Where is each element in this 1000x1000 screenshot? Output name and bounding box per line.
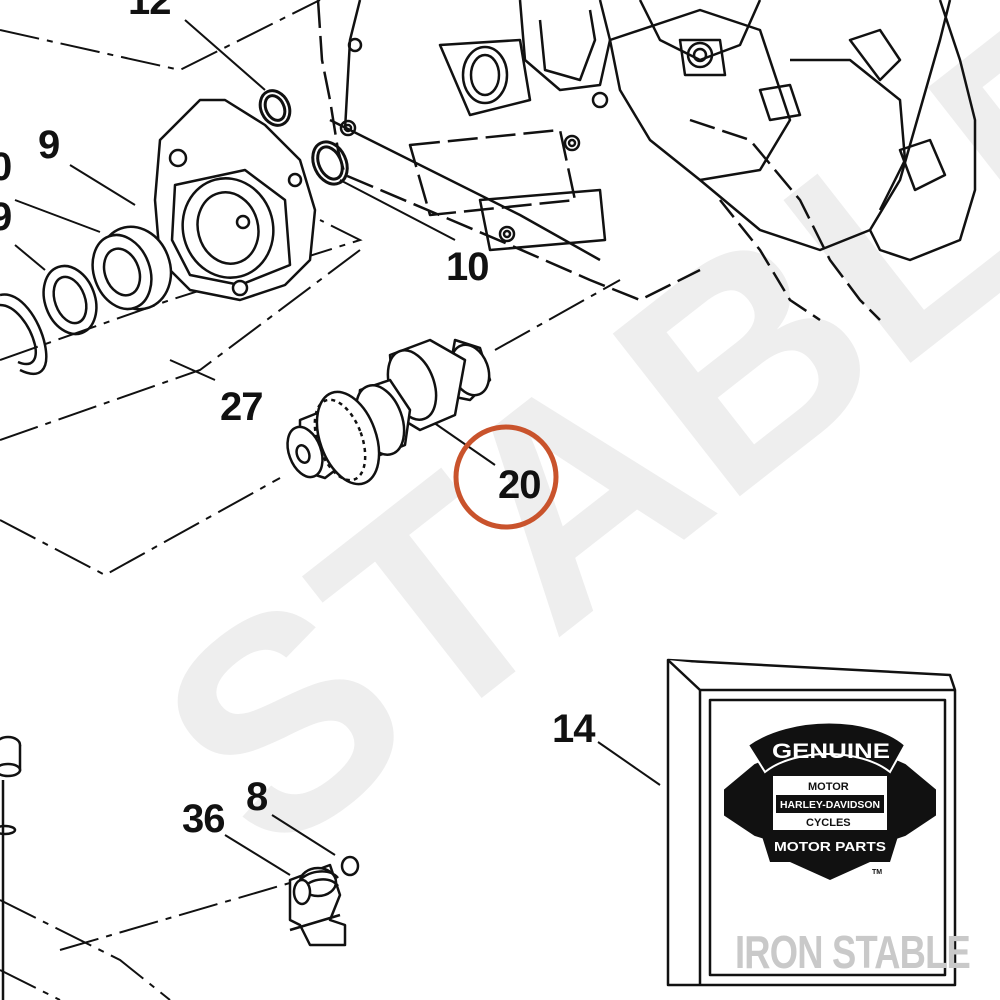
crankcase-cover-illustration (316, 0, 977, 322)
callout-36: 36 (182, 797, 225, 841)
callout-27: 27 (220, 385, 263, 429)
callout-9-partial: 9 (0, 195, 11, 239)
retaining-ring-part-8-illustration (340, 855, 360, 877)
footer-watermark-text: IRON STABLE (735, 926, 970, 978)
fitting-illustration (0, 735, 22, 1000)
callout-12: 12 (128, 0, 171, 23)
callout-8: 8 (246, 775, 268, 819)
oil-pump-housing-illustration (153, 98, 317, 302)
camshaft-illustration (286, 338, 492, 486)
washer-illustration (42, 264, 98, 336)
logo-genuine-text: GENUINE (772, 740, 890, 763)
o-ring-parts (258, 89, 349, 186)
logo-cycles-text: CYCLES (806, 817, 851, 829)
genuine-motor-parts-logo: GENUINE MOTOR HARLEY-DAVIDSON CYCLES MOT… (724, 721, 936, 880)
bracket-part-36-illustration (288, 863, 347, 947)
callout-9-upper: 9 (38, 123, 59, 167)
logo-motor-text: MOTOR (808, 781, 849, 793)
logo-tm-text: TM (872, 869, 882, 876)
gerotor-gear-illustration (91, 225, 173, 311)
leader-lines (14, 19, 661, 876)
seal-ring-illustration (0, 293, 48, 376)
logo-harley-davidson-text: HARLEY-DAVIDSON (780, 800, 880, 811)
callout-10: 10 (446, 245, 489, 289)
callout-10-partial: 0 (0, 145, 11, 189)
assembly-bracket-lines (0, 0, 621, 1000)
highlight-circle (453, 424, 559, 530)
callout-20: 20 (498, 463, 541, 507)
logo-motor-parts-text: MOTOR PARTS (774, 839, 886, 854)
callout-14: 14 (552, 707, 596, 751)
